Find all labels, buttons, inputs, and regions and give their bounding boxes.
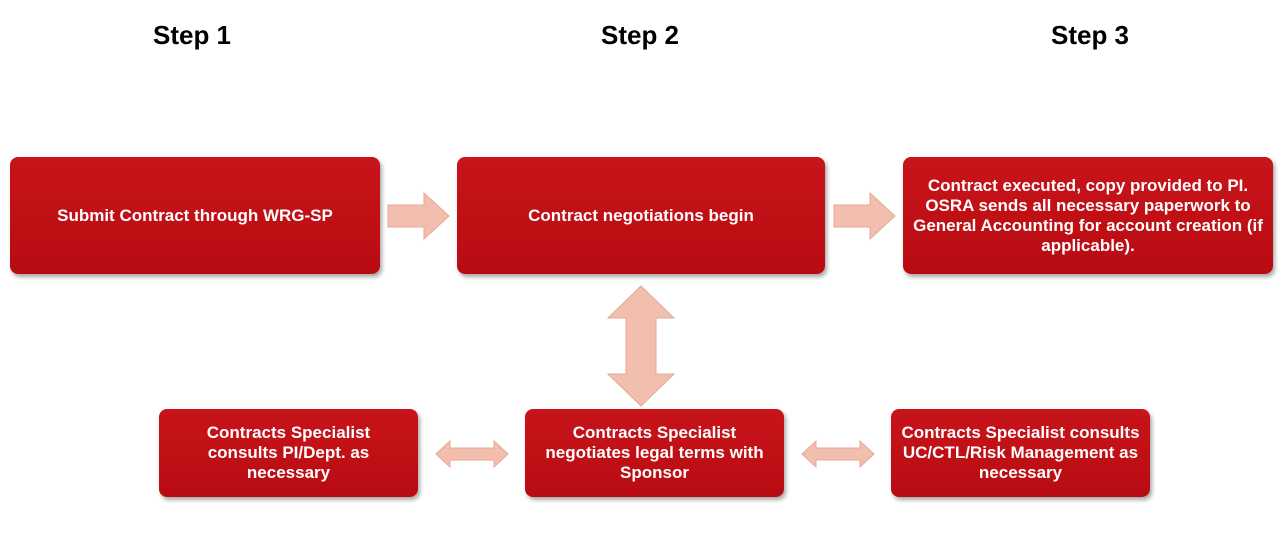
submit-contract-label: Submit Contract through WRG-SP [57, 205, 333, 225]
consult-pi-box: Contracts Specialist consults PI/Dept. a… [159, 409, 418, 497]
consult-pi-label: Contracts Specialist consults PI/Dept. a… [206, 423, 371, 482]
contract-negotiations-box: Contract negotiations begin [457, 157, 825, 274]
contract-executed-box: Contract executed, copy provided to PI. … [903, 157, 1273, 274]
horizontal-double-arrow-icon [801, 439, 875, 469]
consult-risk-box: Contracts Specialist consults UC/CTL/Ris… [891, 409, 1150, 497]
submit-contract-box: Submit Contract through WRG-SP [10, 157, 380, 274]
step-2-heading: Step 2 [600, 20, 680, 50]
vertical-double-arrow-icon [606, 285, 676, 407]
step-1-heading: Step 1 [152, 20, 232, 50]
right-arrow-icon [387, 191, 450, 241]
negotiate-sponsor-box: Contracts Specialist negotiates legal te… [525, 409, 784, 497]
contract-negotiations-label: Contract negotiations begin [528, 205, 754, 225]
horizontal-double-arrow-icon [435, 439, 509, 469]
right-arrow-icon [833, 191, 896, 241]
negotiate-sponsor-label: Contracts Specialist negotiates legal te… [545, 423, 764, 482]
contract-executed-label: Contract executed, copy provided to PI. … [913, 175, 1263, 255]
step-3-heading: Step 3 [1050, 20, 1130, 50]
consult-risk-label: Contracts Specialist consults UC/CTL/Ris… [901, 423, 1140, 482]
